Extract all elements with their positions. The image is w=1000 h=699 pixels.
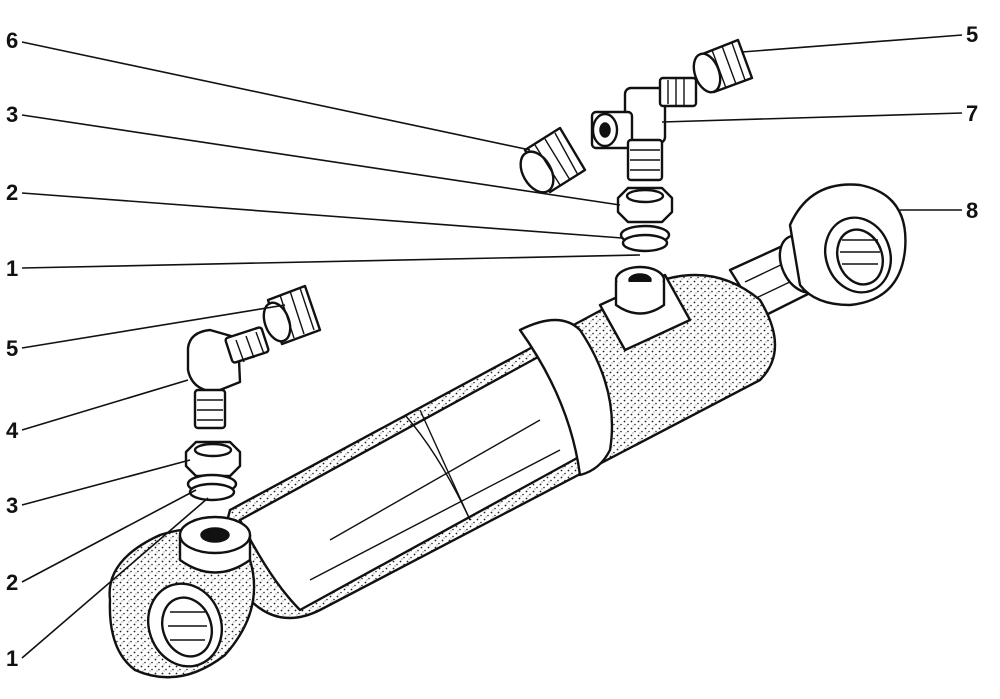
upper-fitting-group xyxy=(519,38,754,253)
cylinder-assembly xyxy=(108,183,907,679)
protective-cap-6 xyxy=(519,126,587,194)
lower-hex-nut xyxy=(184,440,242,478)
callout-labels: 6 3 2 1 5 4 3 2 1 5 7 8 xyxy=(6,22,978,671)
cap-port-boss xyxy=(178,515,252,574)
callout-label-3-lower: 3 xyxy=(6,493,18,518)
protective-cap-5-lower xyxy=(262,284,322,346)
callout-label-7: 7 xyxy=(966,101,978,126)
flange-ring xyxy=(518,318,614,477)
lower-fitting-group xyxy=(184,284,322,502)
rod-end-eye xyxy=(788,183,907,307)
callout-label-3-upper: 3 xyxy=(6,102,18,127)
leader-lines xyxy=(21,34,963,659)
callout-label-5-lower: 5 xyxy=(6,336,18,361)
callout-label-1-lower: 1 xyxy=(6,646,18,671)
elbow-fitting xyxy=(186,326,270,430)
callout-label-2-lower: 2 xyxy=(6,570,18,595)
callout-label-5-upper: 5 xyxy=(966,22,978,47)
tee-fitting xyxy=(590,76,698,182)
callout-label-4: 4 xyxy=(6,418,19,443)
protective-cap-5-upper xyxy=(692,38,754,94)
callout-label-8: 8 xyxy=(966,198,978,223)
callout-label-2-upper: 2 xyxy=(6,180,18,205)
callout-label-1-upper: 1 xyxy=(6,256,18,281)
callout-label-6: 6 xyxy=(6,28,18,53)
upper-hex-nut xyxy=(616,186,674,224)
